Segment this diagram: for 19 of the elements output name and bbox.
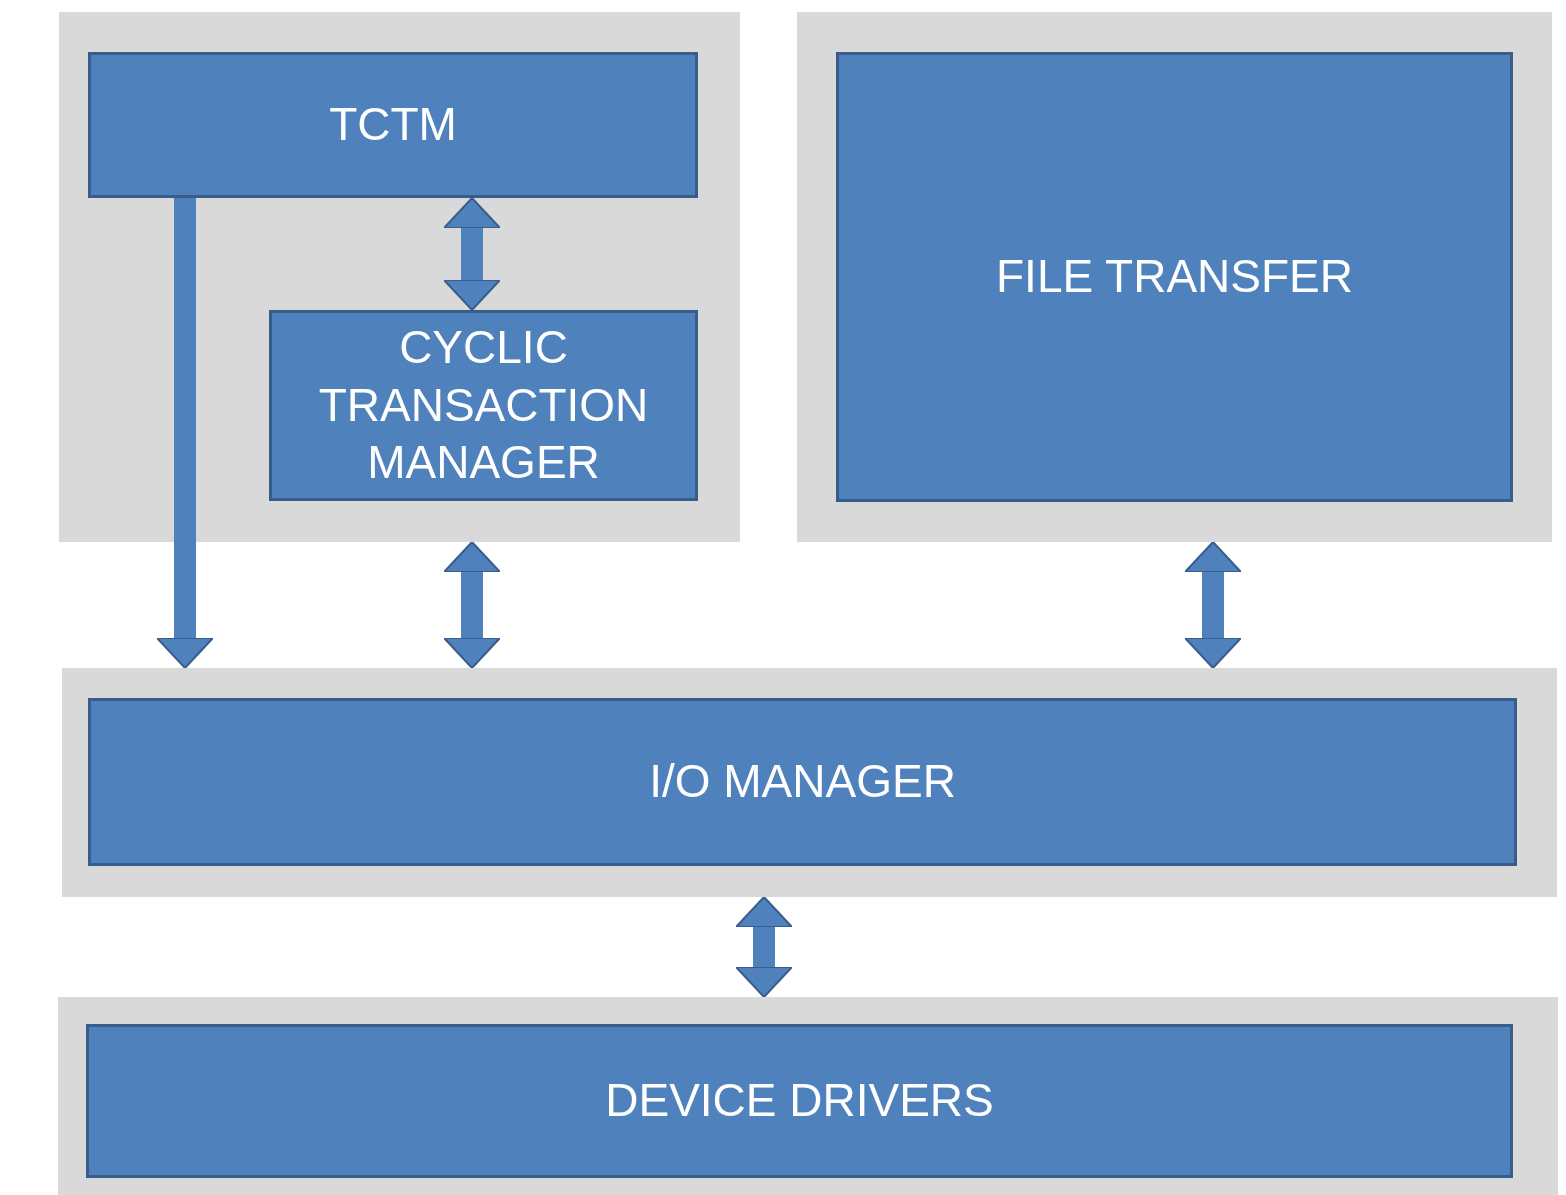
module-box [88, 698, 1517, 866]
module-box [269, 310, 698, 501]
block-arrow [443, 541, 501, 669]
block-arrow [443, 197, 501, 311]
module-box [836, 52, 1513, 502]
module-box [88, 52, 698, 198]
module-label: TCTM [329, 97, 457, 153]
layer-panel [58, 997, 1558, 1195]
block-arrow [735, 896, 793, 998]
module-box [86, 1024, 1513, 1178]
block-arrow [156, 198, 214, 669]
layer-panel [59, 12, 740, 542]
module-label: CYCLIC TRANSACTION MANAGER [317, 320, 650, 491]
module-label: FILE TRANSFER [996, 249, 1353, 305]
layer-panel [62, 668, 1557, 897]
layer-panel [797, 12, 1552, 542]
module-label: DEVICE DRIVERS [605, 1073, 994, 1129]
module-label: I/O MANAGER [649, 754, 956, 810]
block-arrow [1184, 541, 1242, 669]
